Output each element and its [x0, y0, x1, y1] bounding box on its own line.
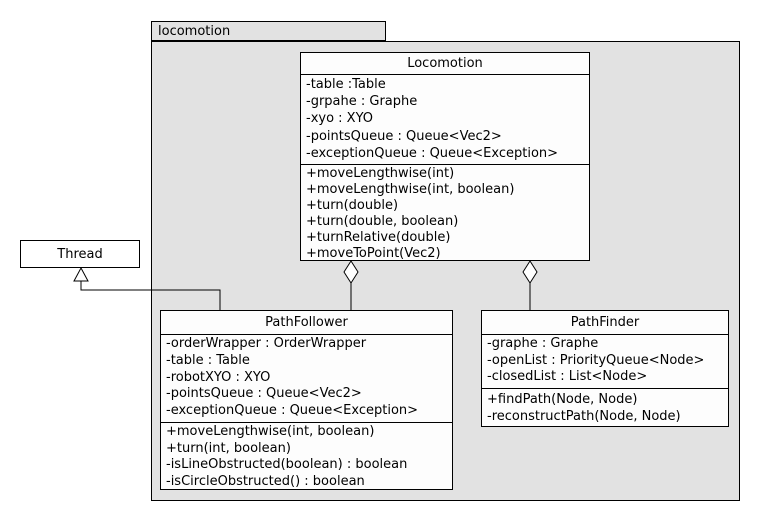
member-line: -robotXYO : XYO	[166, 369, 271, 385]
member-line: -orderWrapper : OrderWrapper	[166, 336, 367, 351]
member-line: -closedList : List<Node>	[487, 369, 648, 385]
member-line: -reconstructPath(Node, Node)	[487, 409, 681, 424]
attributes-compartment: -orderWrapper : OrderWrapper-table : Tab…	[161, 335, 452, 422]
class-locomotion[interactable]: Locomotion -table :Table -grpahe : Graphe…	[300, 52, 590, 261]
member-line: -table :Table	[306, 77, 386, 92]
attributes-compartment: -graphe : Graphe-openList : PriorityQueu…	[482, 335, 728, 388]
member-line: -graphe : Graphe	[487, 336, 599, 351]
member-line: -table : Table	[166, 352, 250, 368]
member-line: -grpahe : Graphe	[306, 94, 418, 110]
member-line: -isCircleObstructed() : boolean	[166, 473, 365, 489]
package-name: locomotion	[158, 23, 231, 39]
member-line: +turnRelative(double)	[306, 230, 451, 245]
class-pathfollower[interactable]: PathFollower -orderWrapper : OrderWrappe…	[160, 310, 453, 490]
class-pathfinder[interactable]: PathFinder -graphe : Graphe-openList : P…	[481, 310, 729, 427]
class-title: PathFinder	[482, 311, 728, 335]
member-line: -pointsQueue : Queue<Vec2>	[306, 128, 502, 144]
member-line: +moveLengthwise(int, boolean)	[166, 424, 375, 439]
attributes-compartment: -table :Table-grpahe : Graphe-xyo : XYO-…	[301, 75, 589, 164]
member-line: -xyo : XYO	[306, 111, 374, 127]
member-line: +turn(int, boolean)	[166, 440, 291, 456]
methods-compartment: +moveLengthwise(int)+moveLengthwise(int,…	[301, 164, 589, 262]
member-line: +moveToPoint(Vec2)	[306, 246, 441, 261]
member-line: +turn(double)	[306, 198, 399, 213]
member-line: +moveLengthwise(int)	[306, 166, 455, 181]
package-tab[interactable]: locomotion	[151, 21, 386, 41]
member-line: -isLineObstructed(boolean) : boolean	[166, 457, 408, 473]
member-line: -pointsQueue : Queue<Vec2>	[166, 386, 362, 402]
class-title: Thread	[57, 246, 103, 262]
member-line: +findPath(Node, Node)	[487, 392, 638, 407]
member-line: -openList : PriorityQueue<Node>	[487, 352, 705, 368]
member-line: +turn(double, boolean)	[306, 214, 459, 229]
methods-compartment: +findPath(Node, Node) -reconstructPath(No…	[482, 388, 728, 428]
class-thread[interactable]: Thread	[20, 240, 140, 268]
member-line: -exceptionQueue : Queue<Exception>	[166, 403, 419, 419]
member-line: +moveLengthwise(int, boolean)	[306, 182, 515, 197]
generalization-arrow-icon	[73, 266, 89, 282]
member-line: -exceptionQueue : Queue<Exception>	[306, 145, 559, 161]
methods-compartment: +moveLengthwise(int, boolean)+turn(int, …	[161, 422, 452, 491]
class-title: Locomotion	[301, 53, 589, 75]
class-title: PathFollower	[161, 311, 452, 335]
